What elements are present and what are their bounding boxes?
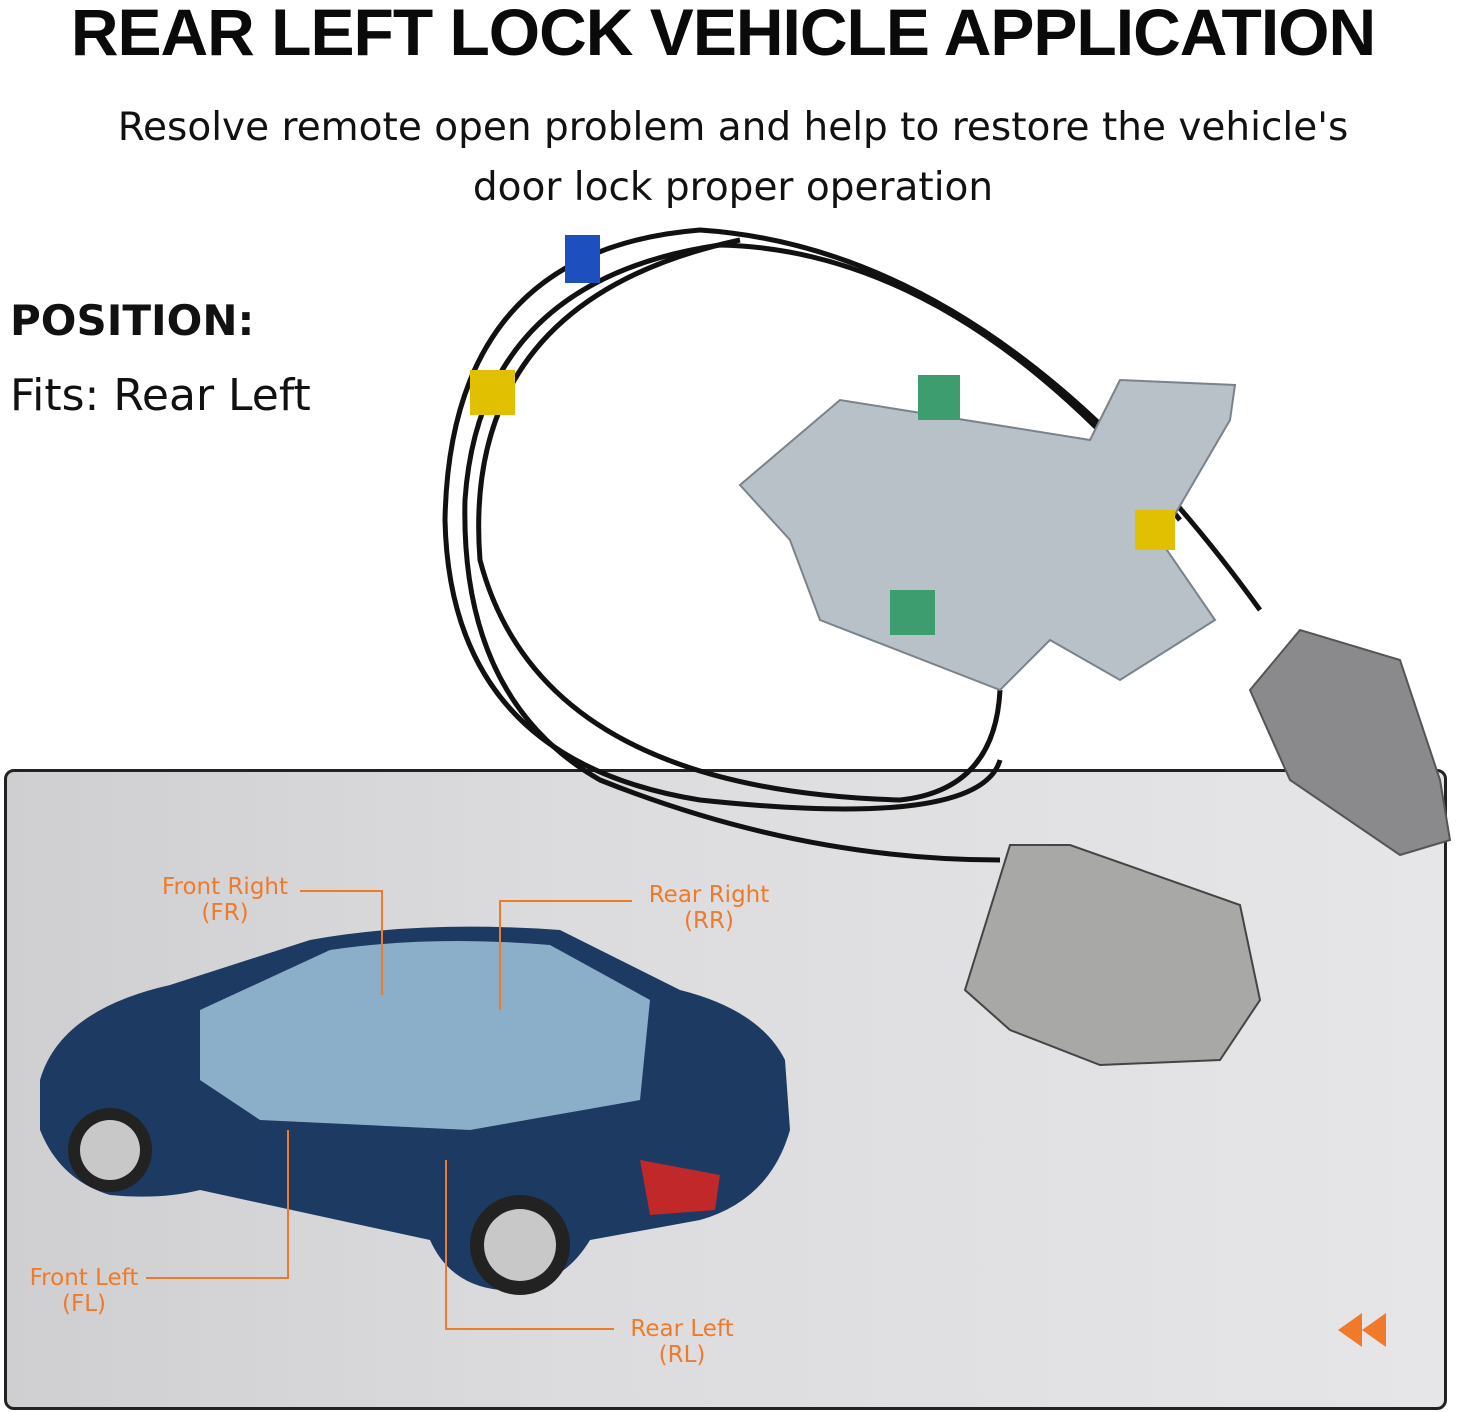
label-name: Front Right: [161, 874, 289, 900]
label-code: (FR): [201, 900, 249, 926]
label-code: (FL): [62, 1291, 106, 1317]
cable-assembly: [442, 227, 1263, 863]
position-label: POSITION:: [10, 296, 255, 345]
subtitle: Resolve remote open problem and help to …: [0, 98, 1461, 218]
rewind-icon[interactable]: [1338, 1313, 1386, 1347]
label-code: (RR): [684, 908, 734, 934]
fits-text: Fits: Rear Left: [10, 370, 311, 421]
label-name: Front Left: [29, 1265, 139, 1291]
label-front-right: Front Right (FR): [150, 874, 300, 926]
subtitle-line-1: Resolve remote open problem and help to …: [117, 105, 1349, 150]
label-front-left: Front Left (FL): [14, 1265, 154, 1317]
yellow-clip: [470, 370, 515, 415]
leader-lines: [146, 890, 632, 1330]
label-rear-right: Rear Right (RR): [634, 882, 784, 934]
label-name: Rear Right: [648, 882, 770, 908]
rear-latch-actuators: [963, 628, 1452, 1067]
subtitle-line-2: door lock proper operation: [472, 165, 994, 210]
label-code: (RL): [658, 1342, 706, 1368]
label-name: Rear Left: [630, 1316, 734, 1342]
page-title: REAR LEFT LOCK VEHICLE APPLICATION: [70, 0, 1376, 69]
main-latch: [738, 375, 1237, 692]
blue-tape: [565, 235, 600, 283]
car-image: [40, 926, 790, 1295]
label-rear-left: Rear Left (RL): [612, 1316, 752, 1368]
